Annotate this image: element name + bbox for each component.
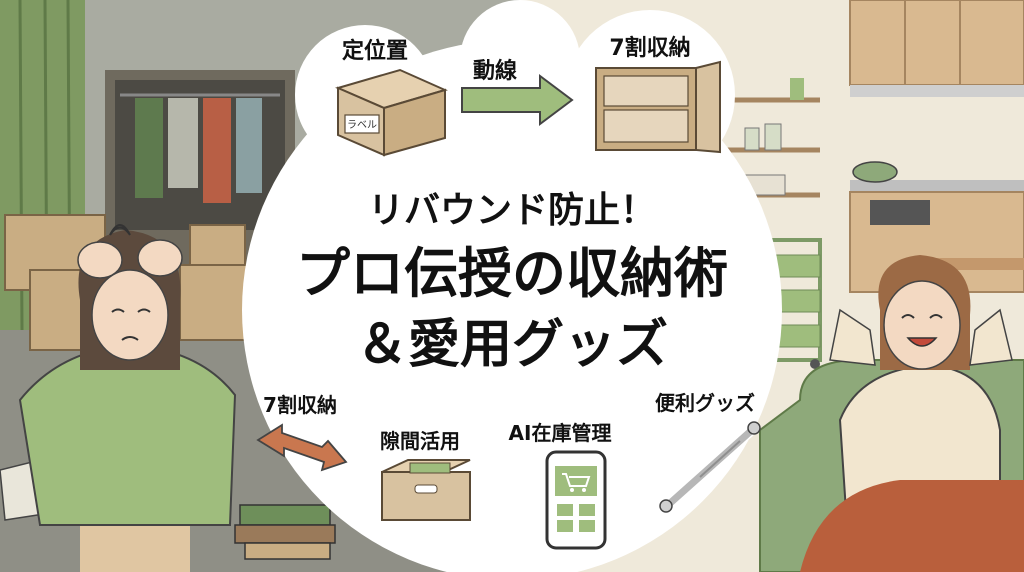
label-storage-70-left: 7割収納 xyxy=(263,393,337,417)
tension-rod-icon xyxy=(659,421,761,513)
cardboard-box-icon: ラベル xyxy=(335,68,448,157)
label-fixed-position: 定位置 xyxy=(342,38,408,64)
box-label-text: ラベル xyxy=(347,119,377,131)
upper-cabinets xyxy=(849,0,1024,86)
cabinet-icon xyxy=(595,60,721,154)
smartphone-cart-icon xyxy=(545,450,607,550)
label-storage-70-top: 7割収納 xyxy=(609,35,690,61)
book-pile xyxy=(234,504,336,560)
label-ai-inventory: AI在庫管理 xyxy=(509,421,612,445)
title-line2: プロ伝授の収納術 xyxy=(296,242,728,305)
double-arrow-icon xyxy=(256,423,348,472)
label-flow-line: 動線 xyxy=(473,58,517,84)
right-arrow-icon xyxy=(461,74,574,126)
title-line1: リバウンド防止！ xyxy=(368,190,656,231)
title-line3: ＆愛用グッズ xyxy=(356,315,668,375)
label-handy-goods: 便利グッズ xyxy=(655,391,755,415)
stressed-woman xyxy=(18,224,237,572)
storage-box-icon xyxy=(381,459,471,521)
relaxed-woman xyxy=(800,255,1024,572)
label-gap-use: 隙間活用 xyxy=(380,429,460,453)
